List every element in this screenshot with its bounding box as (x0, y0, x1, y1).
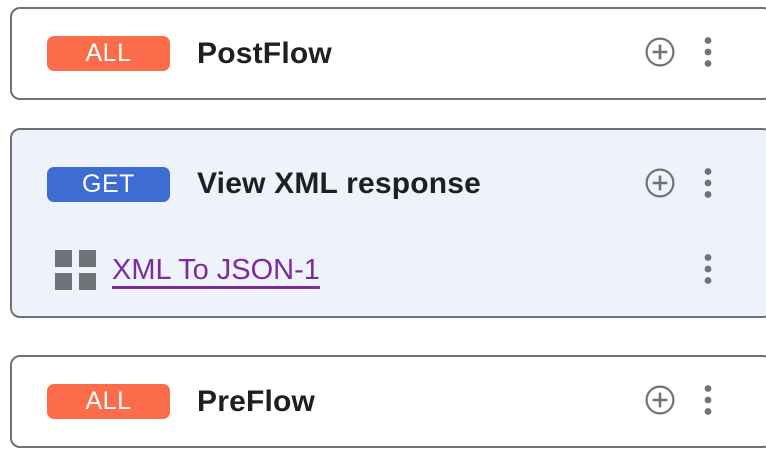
kebab-menu-icon (701, 252, 715, 289)
plus-circle-icon (645, 168, 675, 201)
method-badge: ALL (47, 36, 170, 71)
flow-card-preflow[interactable]: ALL PreFlow (10, 355, 766, 448)
flow-header-row: GET View XML response (12, 156, 766, 212)
flow-title: PreFlow (197, 384, 316, 418)
policy-row: XML To JSON-1 (12, 242, 766, 298)
kebab-menu-button[interactable] (701, 383, 715, 420)
policy-actions (701, 252, 715, 289)
kebab-menu-icon (701, 383, 715, 420)
plus-circle-icon (645, 385, 675, 418)
kebab-menu-icon (701, 166, 715, 203)
flow-title: PostFlow (197, 36, 332, 70)
flow-card-postflow[interactable]: ALL PostFlow (10, 7, 766, 100)
flow-actions (645, 383, 715, 420)
kebab-menu-button[interactable] (701, 166, 715, 203)
flow-title: View XML response (197, 167, 482, 200)
add-policy-button[interactable] (645, 385, 675, 418)
kebab-menu-button[interactable] (701, 252, 715, 289)
flow-header-row: ALL PreFlow (12, 357, 766, 446)
kebab-menu-icon (701, 35, 715, 72)
plus-circle-icon (645, 37, 675, 70)
policy-link[interactable]: XML To JSON-1 (112, 253, 320, 286)
method-badge: GET (47, 166, 170, 202)
add-policy-button[interactable] (645, 37, 675, 70)
flow-actions (645, 166, 715, 203)
add-policy-button[interactable] (645, 168, 675, 201)
policy-grid-icon (55, 249, 97, 291)
kebab-menu-button[interactable] (701, 35, 715, 72)
flow-card-view-xml-response[interactable]: GET View XML response (10, 128, 766, 318)
flow-actions (645, 35, 715, 72)
method-badge: ALL (47, 384, 170, 419)
flow-header-row: ALL PostFlow (12, 9, 766, 98)
